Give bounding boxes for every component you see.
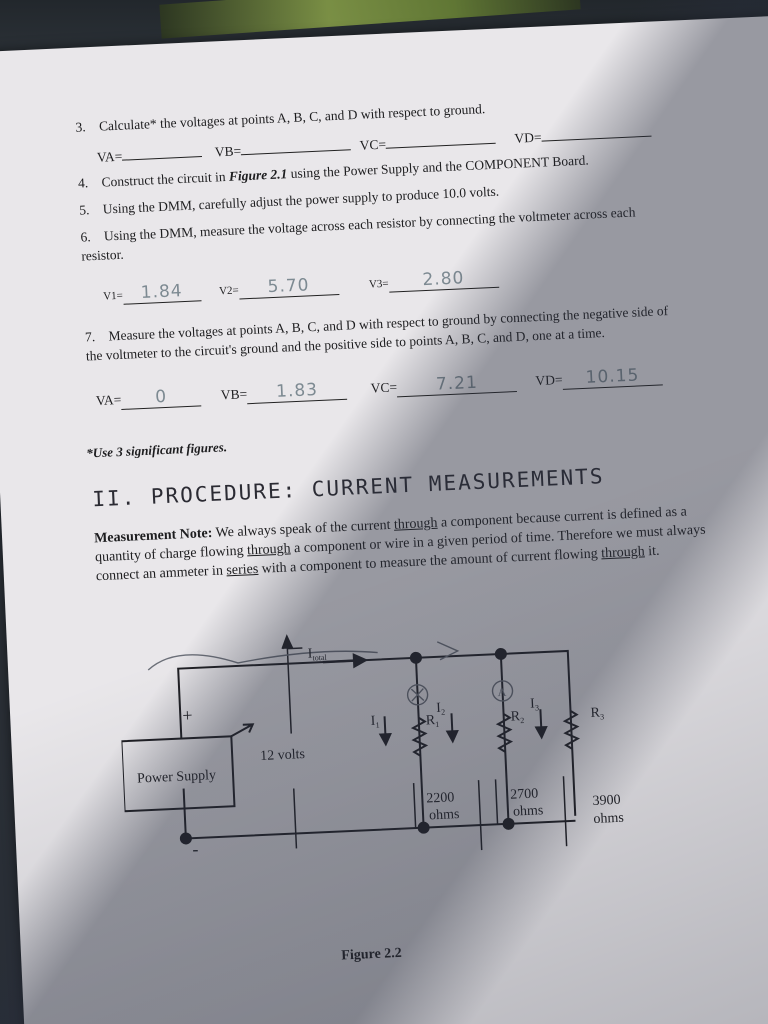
q3-va-blank[interactable] bbox=[122, 156, 203, 161]
figure-caption: Figure 2.2 bbox=[341, 945, 403, 964]
footnote: *Use 3 significant figures. bbox=[85, 439, 228, 461]
voltage-bracket-lower bbox=[292, 788, 298, 849]
minus-label: - bbox=[192, 839, 199, 859]
top-wire bbox=[177, 649, 577, 816]
node-top-1-icon bbox=[409, 651, 422, 664]
supply-arrow-icon bbox=[230, 723, 255, 738]
q3-vb-blank[interactable] bbox=[241, 149, 352, 156]
q7-vd-answer[interactable]: 10.15 bbox=[562, 364, 663, 390]
resistor-r2 bbox=[495, 713, 514, 753]
q7: 7. Measure the voltages at points A, B, … bbox=[84, 303, 669, 364]
q7-va: VA=0 bbox=[95, 385, 202, 411]
ammeter-mark-1-icon bbox=[406, 684, 429, 706]
q3-text: Calculate* the voltages at points A, B, … bbox=[98, 101, 486, 134]
worksheet-page: 3. Calculate* the voltages at points A, … bbox=[0, 14, 768, 1024]
i1-arrow-icon bbox=[378, 716, 392, 747]
q6-v2: V2=5.70 bbox=[219, 273, 340, 300]
r2-value: 2700 bbox=[510, 786, 539, 802]
ammeter-letter: A bbox=[497, 685, 507, 699]
q7-vb: VB=1.83 bbox=[220, 378, 348, 406]
q6-v3-answer[interactable]: 2.80 bbox=[388, 266, 499, 293]
node-bottom-2-icon bbox=[502, 817, 515, 830]
itotal-label: Itotal bbox=[307, 646, 327, 663]
r1-label: R1 bbox=[425, 713, 439, 730]
q3-vc-blank[interactable] bbox=[386, 142, 497, 149]
r1-value: 2200 bbox=[426, 790, 455, 806]
q3-vb: VB= bbox=[214, 138, 352, 160]
i3-arrow-icon bbox=[534, 709, 548, 740]
q7-va-answer[interactable]: 0 bbox=[120, 385, 202, 410]
q3-vc: VC= bbox=[359, 132, 497, 154]
resistor-r3 bbox=[562, 710, 580, 750]
itotal-arrow-icon bbox=[322, 659, 355, 664]
i2-label: I2 bbox=[436, 701, 445, 717]
node-ground-left-icon bbox=[179, 832, 192, 845]
q6-v1-answer[interactable]: 1.84 bbox=[122, 280, 202, 305]
ammeter-x-icon bbox=[410, 688, 425, 702]
circuit-diagram: Power Supply + - 12 volts Itotal I1 I2 I… bbox=[120, 634, 624, 859]
q3-va: VA= bbox=[97, 145, 203, 166]
q3: 3. Calculate* the voltages at points A, … bbox=[75, 101, 485, 136]
resistor-r1 bbox=[410, 716, 429, 757]
q3-vd-blank[interactable] bbox=[541, 135, 652, 142]
pen-arrow-icon bbox=[436, 641, 460, 661]
power-supply-box bbox=[120, 735, 236, 813]
voltage-arrow-icon bbox=[281, 634, 294, 650]
r3-label: R3 bbox=[590, 705, 604, 722]
r2-label: R2 bbox=[510, 709, 524, 726]
q6-v1: V1=1.84 bbox=[103, 280, 202, 305]
figure-reference: Figure 2.1 bbox=[228, 166, 288, 184]
itotal-arrowhead-icon bbox=[352, 653, 369, 669]
r1-value-box bbox=[412, 780, 483, 851]
voltage-bracket bbox=[286, 647, 303, 734]
i1-label: I1 bbox=[370, 714, 379, 730]
q7-vc-answer[interactable]: 7.21 bbox=[396, 370, 518, 398]
i3-label: I3 bbox=[530, 696, 539, 712]
measurement-note: Measurement Note: We always speak of the… bbox=[93, 504, 706, 585]
q3-vd: VD= bbox=[514, 125, 652, 147]
note-label: Measurement Note: bbox=[93, 525, 213, 547]
volts-label: 12 volts bbox=[260, 747, 305, 764]
q6-v3: V3=2.80 bbox=[368, 266, 499, 294]
power-supply-label: Power Supply bbox=[137, 768, 217, 787]
pen-squiggle-icon bbox=[147, 650, 378, 671]
q3-number: 3. bbox=[75, 119, 86, 135]
node-top-2-icon bbox=[494, 647, 507, 660]
section-heading: II. PROCEDURE: CURRENT MEASUREMENTS bbox=[91, 464, 605, 512]
r3-unit: ohms bbox=[593, 811, 624, 827]
r1-unit: ohms bbox=[429, 807, 460, 823]
node-bottom-1-icon bbox=[417, 821, 430, 834]
r2-unit: ohms bbox=[513, 803, 544, 819]
q7-vd: VD=10.15 bbox=[535, 364, 663, 391]
ammeter-mark-2-icon bbox=[491, 680, 514, 702]
plus-label: + bbox=[182, 705, 193, 725]
r3-value: 3900 bbox=[592, 793, 621, 809]
q6-v2-answer[interactable]: 5.70 bbox=[238, 273, 340, 300]
i2-arrow-icon bbox=[445, 713, 459, 744]
q7-vc: VC=7.21 bbox=[370, 370, 518, 399]
q7-vb-answer[interactable]: 1.83 bbox=[246, 378, 348, 405]
r2-value-box bbox=[494, 776, 568, 847]
